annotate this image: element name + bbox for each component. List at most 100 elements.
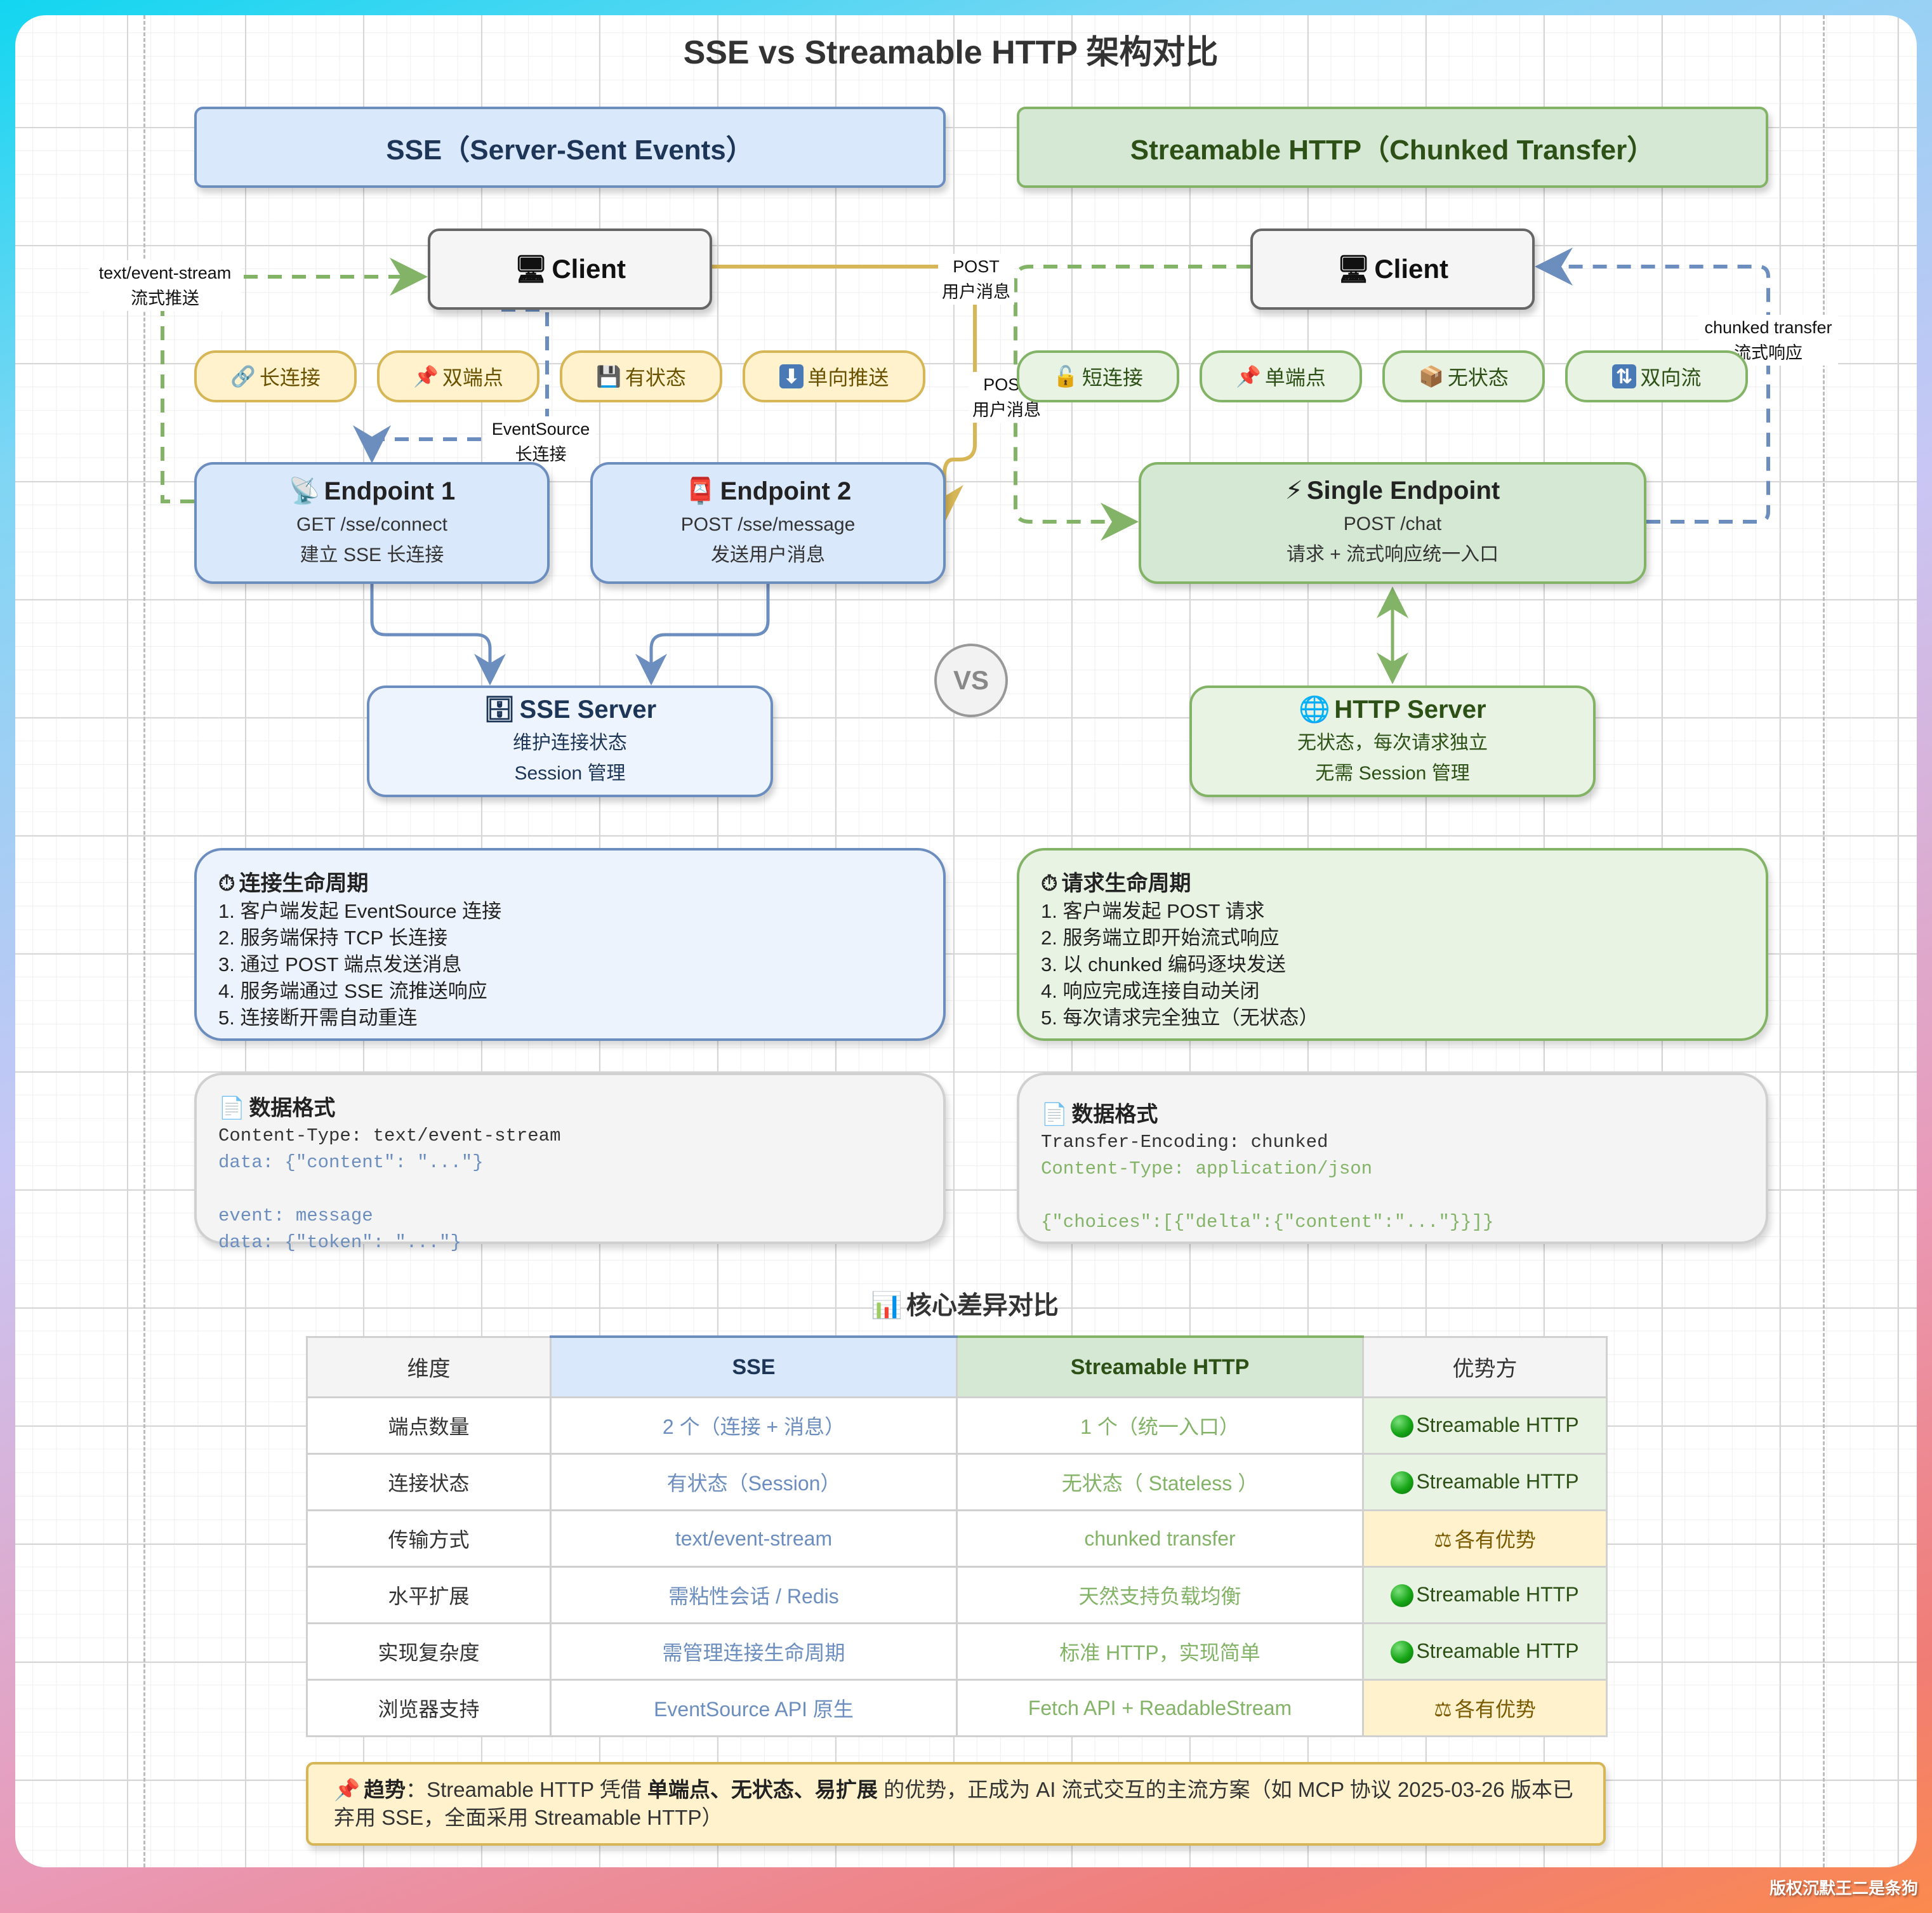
streamable-single-endpoint[interactable]: ⚡Single Endpoint POST /chat 请求 + 流式响应统一入… [1139,462,1646,584]
green-circle-icon [1391,1641,1414,1664]
sse-endpoint-2[interactable]: 📮Endpoint 2 POST /sse/message 发送用户消息 [590,462,946,584]
sse-format-code: Content-Type: text/event-stream data: {"c… [218,1123,922,1256]
sse-eventsource-label: EventSource 长连接 [486,416,595,467]
sse-post-line1: POST [953,257,1000,276]
streamable-post-line2: 用户消息 [972,400,1041,420]
sse-tag-stateful: 💾有状态 [560,350,722,402]
trend-note: 📌趋势：Streamable HTTP 凭借 单端点、无状态、易扩展 的优势，正… [306,1762,1606,1846]
green-circle-icon [1391,1471,1414,1495]
lifecycle-step: 3. 以 chunked 编码逐块发送 [1041,953,1286,976]
streamable-chunked-line1: chunked transfer [1704,318,1832,337]
card-title: 数据格式 [249,1096,336,1120]
unlock-icon: 🔓 [1053,365,1078,388]
streamable-client-node[interactable]: 🖥 Client [1250,228,1535,310]
cell-sse: 需粘性会话 / Redis [550,1566,958,1624]
vs-badge: VS [934,644,1008,717]
endpoint-title: Single Endpoint [1306,477,1500,505]
lifecycle-step: 2. 服务端保持 TCP 长连接 [218,927,448,949]
document-icon: 📄 [1041,1102,1068,1127]
green-circle-icon [1391,1584,1414,1608]
cell-dimension: 实现复杂度 [306,1622,552,1681]
sse-client-node[interactable]: 🖥 Client [428,228,712,310]
code-line: Content-Type: text/event-stream [218,1125,561,1146]
header-streamable: Streamable HTTP [956,1335,1364,1398]
floppy-disk-icon: 💾 [596,365,621,388]
endpoint-description: 建立 SSE 长连接 [300,544,444,566]
tag-label: 单端点 [1264,366,1326,389]
code-line: data: {"token": "..."} [218,1232,461,1253]
cell-sse: EventSource API 原生 [550,1679,958,1737]
cell-winner: ⚖各有优势 [1362,1509,1608,1568]
cell-sse: 有状态（Session） [550,1453,958,1511]
winner-label: Streamable HTTP [1416,1582,1579,1606]
http-server-node[interactable]: 🌐HTTP Server 无状态，每次请求独立 无需 Session 管理 [1189,685,1596,797]
globe-icon: 🌐 [1299,695,1331,724]
cell-sse: 2 个（连接 + 消息） [550,1396,958,1455]
cell-streamable: Fetch API + ReadableStream [956,1679,1364,1737]
satellite-dish-icon: 📡 [288,477,321,505]
lifecycle-step: 1. 客户端发起 POST 请求 [1041,900,1265,922]
card-title: 请求生命周期 [1061,871,1191,896]
trend-highlight: 单端点、无状态、易扩展 [647,1778,878,1801]
sse-stream-label-line2: 流式推送 [131,289,199,308]
sse-server-node[interactable]: 🗄SSE Server 维护连接状态 Session 管理 [367,685,773,797]
endpoint-route: POST /sse/message [680,513,856,535]
winner-label: Streamable HTTP [1416,1639,1579,1662]
cell-streamable: chunked transfer [956,1509,1364,1568]
winner-label: 各有优势 [1454,1528,1536,1551]
right-guide-line [1823,15,1825,1867]
streamable-tag-single-endpoint: 📌单端点 [1200,350,1362,402]
cell-winner: Streamable HTTP [1362,1453,1608,1511]
cell-dimension: 传输方式 [306,1509,552,1568]
endpoint-route: POST /chat [1343,513,1442,534]
sse-post-label: POST 用户消息 [938,254,1014,305]
header-sse: SSE [550,1335,958,1398]
balance-scale-icon: ⚖ [1434,1698,1452,1721]
sse-tag-long-connection: 🔗长连接 [194,350,357,402]
code-line: {"choices":[{"delta":{"content":"..."}}]… [1041,1212,1494,1233]
computer-icon: 🖥 [1337,253,1371,284]
pushpin-icon: 📌 [1236,365,1261,388]
pushpin-icon: 📌 [413,365,439,388]
green-circle-icon [1391,1415,1414,1438]
sse-section-header: SSE（Server-Sent Events） [194,107,946,188]
tag-label: 有状态 [625,366,686,389]
postbox-icon: 📮 [684,477,717,505]
streamable-chunked-line2: 流式响应 [1734,343,1803,362]
code-line: data: {"content": "..."} [218,1152,484,1173]
up-down-arrows-icon: ⇅ [1611,364,1637,388]
server-line-1: 无状态，每次请求独立 [1297,732,1488,753]
lifecycle-step: 5. 每次请求完全独立（无状态） [1041,1007,1319,1029]
cell-winner: Streamable HTTP [1362,1622,1608,1681]
sse-endpoint-1[interactable]: 📡Endpoint 1 GET /sse/connect 建立 SSE 长连接 [194,462,550,584]
package-icon: 📦 [1419,365,1444,388]
server-title: SSE Server [519,695,657,724]
cell-dimension: 连接状态 [306,1453,552,1511]
lifecycle-step: 3. 通过 POST 端点发送消息 [218,953,462,976]
cell-winner: Streamable HTTP [1362,1396,1608,1455]
card-title: 数据格式 [1071,1102,1158,1127]
lifecycle-step: 2. 服务端立即开始流式响应 [1041,927,1280,949]
cell-dimension: 浏览器支持 [306,1679,552,1737]
sse-tag-dual-endpoint: 📌双端点 [377,350,539,402]
sse-tag-one-way-push: ⬇单向推送 [743,350,925,402]
winner-label: 各有优势 [1454,1698,1536,1721]
table-row: 连接状态有状态（Session）无状态（ Stateless ）Streamab… [306,1453,1608,1511]
sse-client-label: Client [552,254,626,284]
code-line: Transfer-Encoding: chunked [1041,1132,1328,1153]
cell-sse: 需管理连接生命周期 [550,1622,958,1681]
watermark: 版权沉默王二是条狗 [1769,1879,1918,1898]
lightning-icon: ⚡ [1285,477,1303,505]
page-title: SSE vs Streamable HTTP 架构对比 [683,34,1219,71]
cell-dimension: 水平扩展 [306,1566,552,1624]
streamable-lifecycle-card: ⏱请求生命周期 1. 客户端发起 POST 请求 2. 服务端立即开始流式响应 … [1017,848,1768,1041]
cell-streamable: 无状态（ Stateless ） [956,1453,1364,1511]
tag-label: 双向流 [1640,366,1702,389]
code-line: Content-Type: application/json [1041,1158,1373,1179]
trend-text-2: 的优势，正成为 AI 流式交互的主流方案（如 MCP 协议 2025-03-26… [334,1778,1573,1829]
